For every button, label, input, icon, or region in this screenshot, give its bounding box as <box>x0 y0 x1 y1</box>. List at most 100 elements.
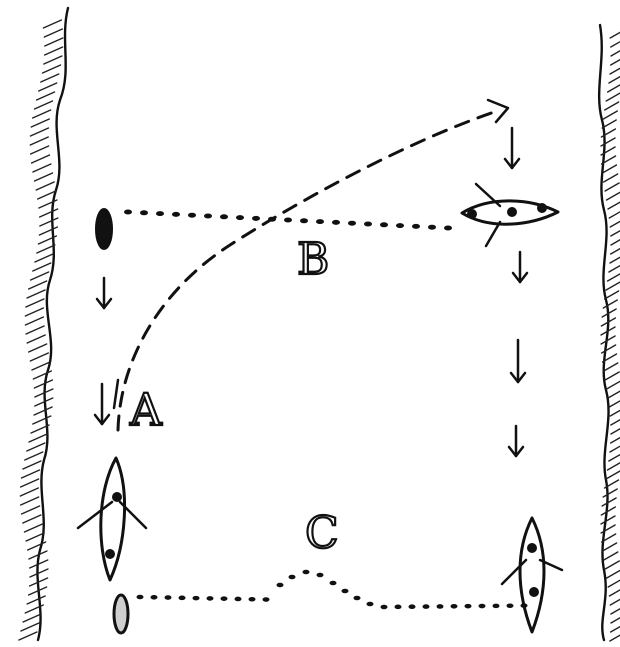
dotted-line-bottom <box>137 570 528 610</box>
path-dot <box>172 212 180 217</box>
path-dot <box>124 210 132 215</box>
hatch-stroke <box>21 479 39 487</box>
dashed-path-arrowhead <box>488 100 508 122</box>
path-dot <box>284 218 292 223</box>
hatch-stroke <box>43 20 61 28</box>
hatch-stroke <box>604 174 618 182</box>
path-dot <box>437 604 444 609</box>
hatch-stroke <box>30 128 48 136</box>
hatch-stroke <box>31 146 49 154</box>
path-dot <box>444 226 452 231</box>
path-dot <box>412 224 420 229</box>
hatch-stroke <box>39 83 57 91</box>
hatch-stroke <box>608 201 620 209</box>
hatch-stroke <box>39 227 57 235</box>
hatch-stroke <box>604 363 618 371</box>
hatch-stroke <box>611 624 620 632</box>
hatch-stroke <box>31 119 49 127</box>
hatch-stroke <box>26 299 44 307</box>
hatch-stroke <box>36 182 54 190</box>
hatch-stroke <box>40 209 58 217</box>
path-dot <box>342 589 349 594</box>
path-dot <box>151 595 158 600</box>
hatch-stroke <box>610 66 620 74</box>
hatch-stroke <box>606 282 620 290</box>
hatch-stroke <box>33 164 51 172</box>
path-dot <box>188 213 196 218</box>
path-dot <box>316 219 324 224</box>
hatch-stroke <box>602 120 616 128</box>
hatch-stroke <box>609 588 620 596</box>
left-riverbank <box>19 8 68 640</box>
hatch-stroke <box>611 39 620 47</box>
hatch-stroke <box>30 353 48 361</box>
hatch-stroke <box>43 65 61 73</box>
hatch-stroke <box>21 623 39 631</box>
hatch-stroke <box>35 254 53 262</box>
hatch-stroke <box>30 137 48 145</box>
hatch-stroke <box>601 138 615 146</box>
boat-top-right <box>462 184 558 246</box>
hatch-stroke <box>611 606 620 614</box>
path-dot <box>317 573 324 578</box>
hatch-stroke <box>609 210 620 218</box>
label-c: C <box>305 508 339 559</box>
dotted-line-top <box>124 210 452 231</box>
hatch-stroke <box>601 525 615 533</box>
hatch-stroke <box>29 344 47 352</box>
path-dot <box>165 595 172 600</box>
path-dot <box>220 214 228 219</box>
hatch-stroke <box>606 471 620 479</box>
path-dot <box>380 222 388 227</box>
path-dot <box>381 605 388 610</box>
hatch-stroke <box>29 281 47 289</box>
hatch-stroke <box>41 74 59 82</box>
path-dot <box>193 596 200 601</box>
hatch-stroke <box>37 245 55 253</box>
hatch-stroke <box>25 308 43 316</box>
hatch-stroke <box>44 29 62 37</box>
buoy-bottom-left <box>114 595 128 633</box>
down-arrow-icon <box>509 426 523 456</box>
hatch-stroke <box>33 110 51 118</box>
right-bank-hatching <box>601 30 620 641</box>
path-dot <box>493 604 500 609</box>
path-dot <box>409 604 416 609</box>
hatch-stroke <box>33 263 51 271</box>
path-dot <box>423 604 430 609</box>
path-dot <box>235 597 242 602</box>
buoy-top-left <box>96 209 112 249</box>
path-dot <box>332 220 340 225</box>
boat-bottom-left <box>78 458 146 580</box>
hatch-stroke <box>609 264 620 272</box>
hatch-stroke <box>610 633 620 641</box>
path-dot <box>249 597 256 602</box>
hatch-stroke <box>608 390 620 398</box>
hatch-stroke <box>604 552 618 560</box>
hatch-stroke <box>23 614 41 622</box>
down-arrow-icon <box>505 128 519 168</box>
path-dot <box>207 596 214 601</box>
hatch-stroke <box>39 200 57 208</box>
hatch-stroke <box>24 524 42 532</box>
hatch-stroke <box>611 435 620 443</box>
hatch-stroke <box>35 173 53 181</box>
hatch-stroke <box>611 615 620 623</box>
label-b: B <box>297 234 329 285</box>
path-dot <box>348 221 356 226</box>
hatch-stroke <box>608 273 620 281</box>
hatch-stroke <box>601 516 615 524</box>
hatch-stroke <box>611 57 620 65</box>
path-dot <box>156 211 164 216</box>
hatch-stroke <box>23 461 41 469</box>
hatch-stroke <box>608 84 620 92</box>
hatch-stroke <box>34 380 52 388</box>
hatch-stroke <box>610 30 620 38</box>
path-dot <box>140 210 148 215</box>
hatch-stroke <box>610 408 620 416</box>
hatch-stroke <box>21 470 39 478</box>
path-dot <box>479 604 486 609</box>
hatch-stroke <box>44 56 62 64</box>
hatch-stroke <box>22 506 40 514</box>
hatch-stroke <box>32 155 50 163</box>
